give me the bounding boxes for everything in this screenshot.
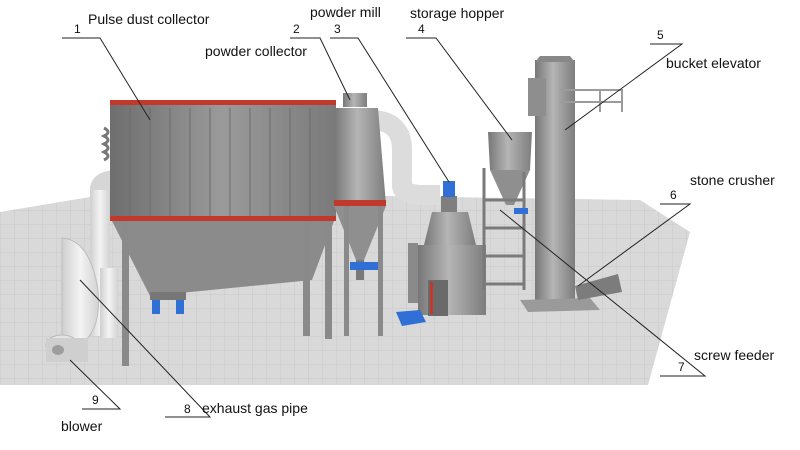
blower-illustration (45, 237, 100, 362)
powder-mill-illustration (396, 181, 486, 326)
label-storage-hopper: storage hopper (410, 5, 505, 21)
label-blower: blower (61, 418, 103, 434)
label-screw-feeder: screw feeder (694, 347, 775, 363)
return-pipe (369, 110, 440, 205)
label-stone-crusher: stone crusher (690, 172, 775, 188)
callout-number-1: 1 (74, 22, 81, 36)
callout-number-7: 7 (678, 360, 685, 374)
callout-number-6: 6 (670, 188, 677, 202)
storage-hopper-illustration (482, 132, 532, 290)
callout-number-9: 9 (92, 393, 99, 407)
label-powder-mill: powder mill (310, 4, 381, 20)
pulse-dust-collector-illustration (100, 100, 336, 366)
callout-number-4: 4 (418, 22, 425, 36)
label-powder-collector: powder collector (205, 43, 307, 59)
callout-number-8: 8 (184, 402, 191, 416)
callout-number-3: 3 (334, 22, 341, 36)
label-bucket-elevator: bucket elevator (666, 55, 761, 71)
powder-collector-illustration (334, 93, 386, 336)
bucket-elevator-illustration (520, 56, 623, 312)
callout-number-2: 2 (293, 22, 300, 36)
leader-lines (62, 37, 707, 418)
label-exhaust-gas-pipe: exhaust gas pipe (202, 400, 308, 416)
label-pulse-dust-collector: Pulse dust collector (88, 11, 210, 27)
callout-number-5: 5 (657, 28, 664, 42)
